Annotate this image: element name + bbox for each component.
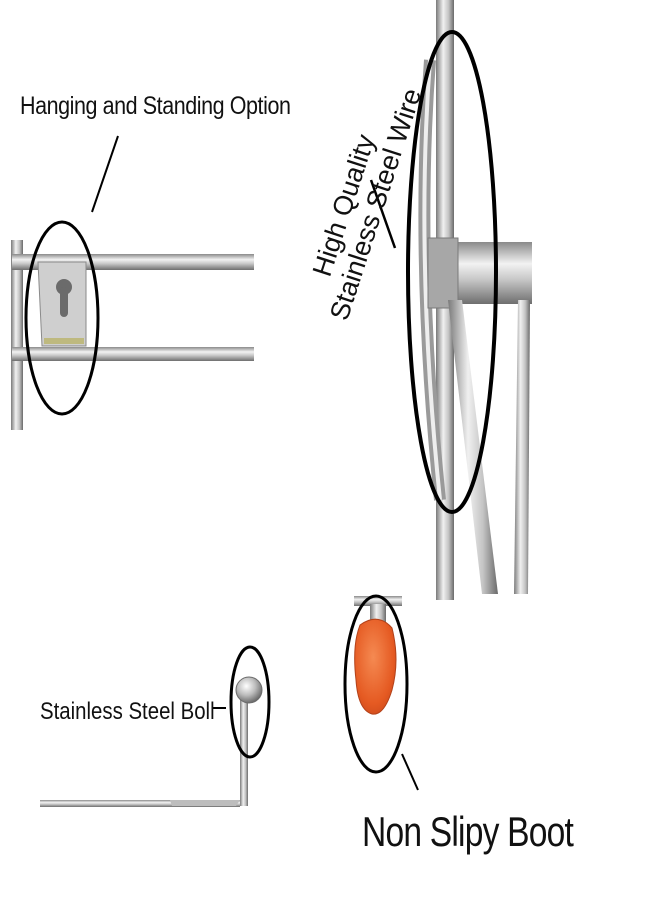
- frame-lower-rod: [12, 347, 254, 361]
- hanging-option-label: Hanging and Standing Option: [20, 92, 291, 120]
- steel-ball: [235, 676, 263, 704]
- wire-diagonal-leg: [448, 300, 498, 594]
- wire-detail: [369, 0, 532, 600]
- boot-rod: [354, 596, 402, 606]
- non-slip-boot-label: Non Slipy Boot: [362, 808, 574, 855]
- hanging-detail: [11, 135, 254, 430]
- bracket-weld: [44, 338, 84, 344]
- boll-detail: [40, 645, 271, 807]
- frame-vertical-rod: [11, 240, 23, 430]
- boot-detail: [343, 594, 419, 791]
- boll-callout-ellipse: [229, 645, 271, 759]
- base-rod: [40, 800, 240, 807]
- wire-callout-leader: [369, 179, 397, 249]
- wire-callout-ellipse: [406, 30, 498, 514]
- boot-callout-leader: [401, 753, 419, 791]
- wire-joint: [427, 237, 459, 309]
- wire-right-leg: [514, 300, 530, 594]
- hanging-callout-ellipse: [24, 220, 100, 416]
- steel-boll-label: Stainless Steel Boll: [40, 698, 215, 725]
- hanging-callout-leader: [91, 135, 119, 213]
- keyhole-slot: [56, 279, 72, 317]
- boot-callout-ellipse: [343, 594, 409, 774]
- rubber-boot: [354, 618, 397, 715]
